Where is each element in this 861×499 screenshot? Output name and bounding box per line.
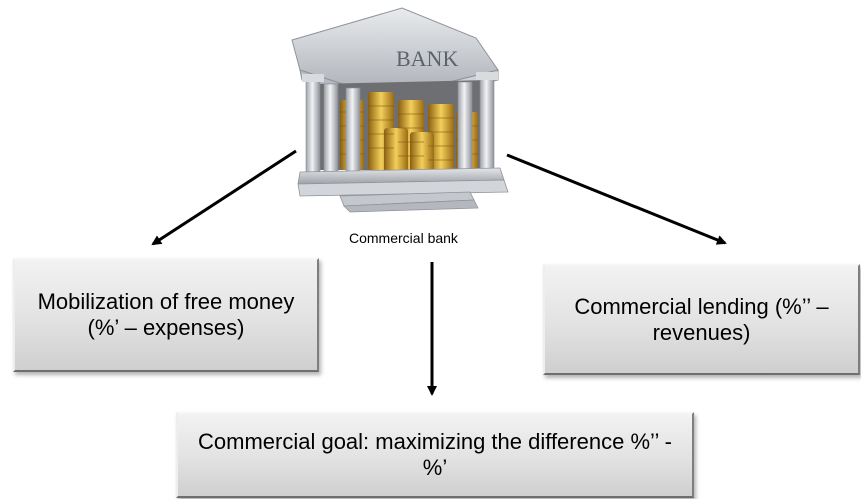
commercial-bank-caption: Commercial bank	[349, 230, 458, 246]
bank-sign-text: BANK	[396, 46, 458, 71]
lending-box: Commercial lending (%’’ – revenues)	[543, 264, 860, 375]
mobilization-box: Mobilization of free money (%’ – expense…	[13, 258, 319, 372]
lending-box-label: Commercial lending (%’’ – revenues)	[574, 293, 829, 345]
commercial-goal-box: Commercial goal: maximizing the differen…	[176, 412, 694, 498]
mobilization-box-label: Mobilization of free money (%’ – expense…	[37, 289, 295, 340]
commercial-goal-box-label: Commercial goal: maximizing the differen…	[198, 429, 672, 480]
arrow-to-lending	[506, 153, 727, 245]
arrow-to-mobilization	[151, 149, 297, 246]
bank-building-icon: BANK	[291, 7, 509, 213]
